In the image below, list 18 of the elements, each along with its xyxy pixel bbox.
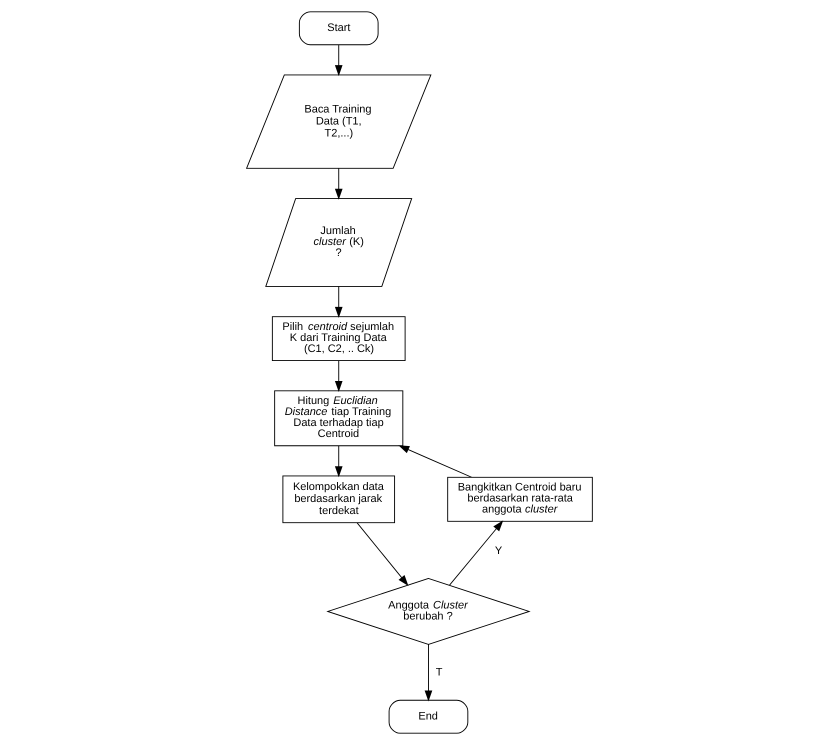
arrow xyxy=(334,44,343,76)
arrow xyxy=(334,286,343,318)
node-box: Pilih centroid sejumlah K dari Training Data (C1, C2, .. Ck) xyxy=(272,316,406,362)
arrow xyxy=(356,522,408,586)
arrow xyxy=(449,520,504,586)
node-box: Bangkitkan Centroid baru berdasarkan rata-rata anggota cluster xyxy=(447,476,593,522)
node-box: Kelompokkan data berdasarkan jarak terdekat xyxy=(282,476,396,524)
edge-label: T xyxy=(436,666,442,679)
edge-label: Y xyxy=(494,544,502,557)
arrow xyxy=(334,446,343,478)
arrow xyxy=(334,360,343,392)
node-box: End xyxy=(388,700,468,734)
node-box: Start xyxy=(298,11,379,46)
arrow xyxy=(398,445,472,478)
arrow xyxy=(334,168,343,200)
node-diamond: Anggota Cluster berubah ? xyxy=(326,578,531,645)
node-box: Hitung Euclidian Distance tiap Training Data terhadap tiap Centroid xyxy=(274,390,404,446)
arrow xyxy=(424,644,432,702)
